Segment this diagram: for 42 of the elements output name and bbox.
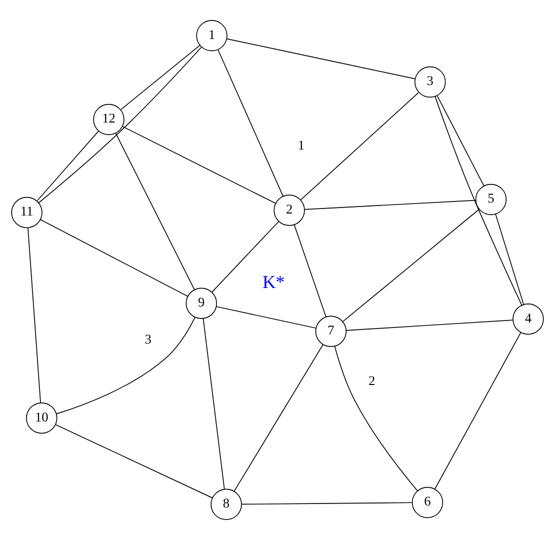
node-circle: 10 <box>26 402 58 434</box>
connector <box>55 424 213 498</box>
connector <box>342 208 480 322</box>
node-circle: 5 <box>475 184 507 216</box>
connector <box>122 126 276 204</box>
connector <box>216 306 316 329</box>
connector <box>300 92 419 200</box>
connector <box>304 200 476 210</box>
node-circle: 12 <box>93 104 124 136</box>
connector <box>28 227 41 404</box>
connector <box>241 502 412 505</box>
connector <box>434 96 522 306</box>
connector <box>115 132 195 290</box>
connector <box>120 44 200 110</box>
node-circle: 3 <box>414 66 446 98</box>
connector <box>294 224 326 318</box>
connector <box>334 346 418 492</box>
label: 1 <box>298 137 305 152</box>
node-circle: 1 <box>196 20 228 52</box>
connector <box>40 219 188 297</box>
connector <box>495 214 524 305</box>
connector <box>346 320 514 331</box>
label: 3 <box>144 332 152 347</box>
connector <box>234 344 324 492</box>
node-circle: 6 <box>412 486 444 518</box>
connector <box>202 318 225 490</box>
connector <box>226 38 416 80</box>
connector <box>38 46 202 204</box>
connector <box>36 130 99 202</box>
connector <box>212 221 280 292</box>
label: 2 <box>368 372 376 388</box>
connector <box>436 95 484 186</box>
node-circle: 9 <box>186 288 217 319</box>
label: K* <box>262 272 285 292</box>
node-circle: 7 <box>315 316 347 348</box>
node-circle: 8 <box>210 488 242 520</box>
connector <box>434 332 522 490</box>
connector <box>56 317 196 414</box>
node-circle: 2 <box>274 194 305 226</box>
node-circle: 11 <box>11 196 42 228</box>
node-circle: 4 <box>512 303 544 335</box>
connector <box>218 49 284 197</box>
